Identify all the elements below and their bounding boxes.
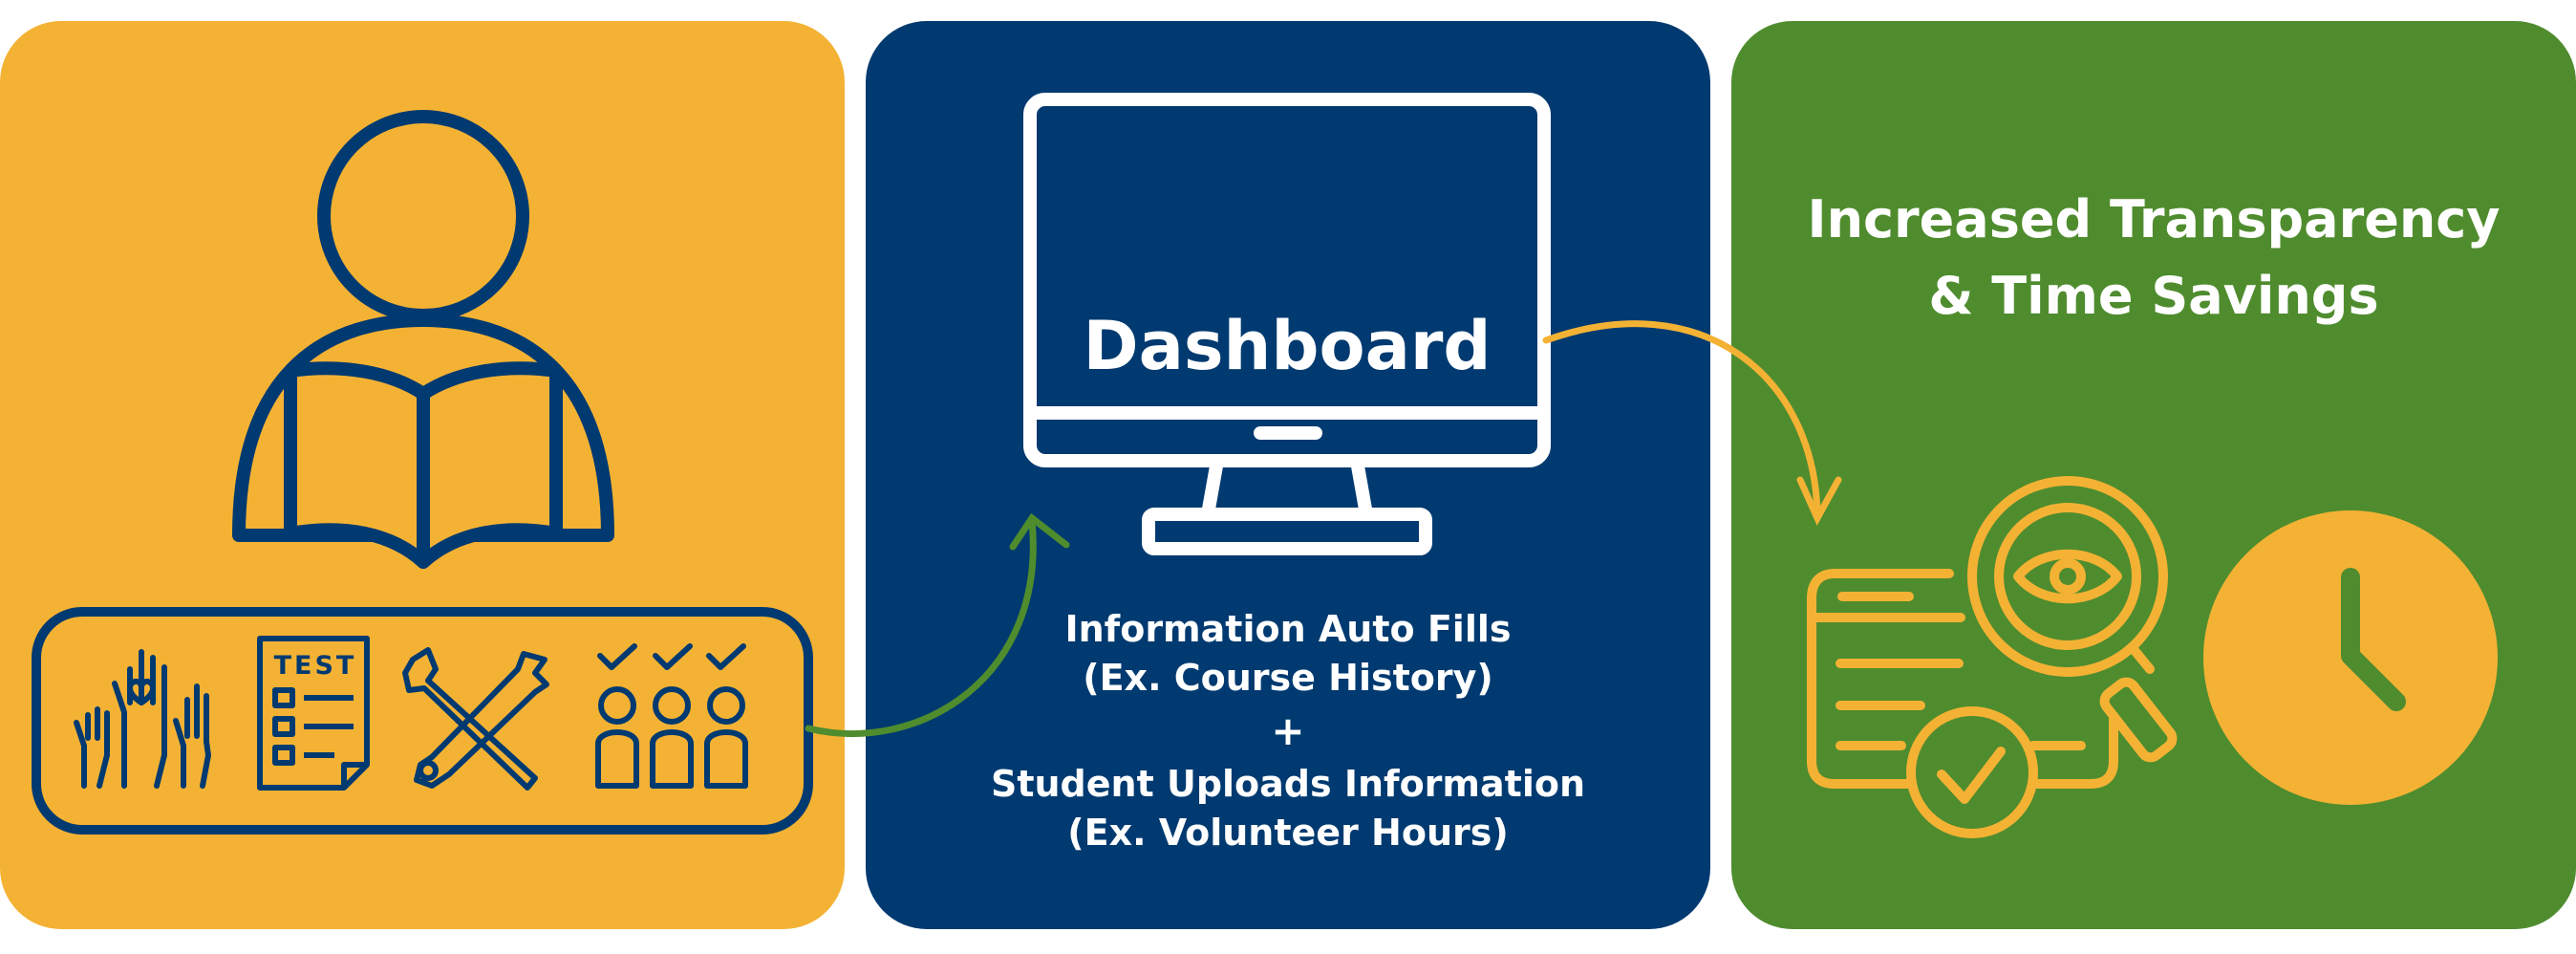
results-title: Increased Transparency & Time Savings	[1807, 189, 2501, 326]
monitor-power-light	[1254, 426, 1322, 440]
dashboard-info-text: Information Auto Fills (Ex. Course Histo…	[866, 605, 1710, 857]
info-course-history-line: (Ex. Course History)	[1083, 657, 1493, 699]
tools-icon	[402, 647, 549, 791]
connector-arrow-to-results	[1542, 320, 1842, 526]
student-reading-icon	[232, 110, 614, 569]
info-volunteer-hours-line: (Ex. Volunteer Hours)	[1067, 812, 1509, 854]
clock-icon	[2203, 510, 2498, 805]
activities-box	[32, 607, 813, 835]
plus-sign: +	[1271, 707, 1305, 754]
info-autofill-line: Information Auto Fills	[1064, 608, 1512, 650]
test-checklist-icon	[257, 636, 370, 791]
monitor-icon	[1023, 93, 1551, 555]
test-label: TEST	[273, 651, 357, 681]
connector-arrow-to-dashboard	[805, 512, 1070, 737]
volunteer-hands-icon	[74, 649, 211, 789]
people-checkmarks-icon	[595, 643, 748, 789]
info-student-uploads-line: Student Uploads Information	[990, 763, 1586, 805]
document-magnifier-icon	[1807, 476, 2178, 838]
dashboard-panel	[866, 21, 1710, 929]
dashboard-screen-label: Dashboard	[1083, 307, 1492, 385]
